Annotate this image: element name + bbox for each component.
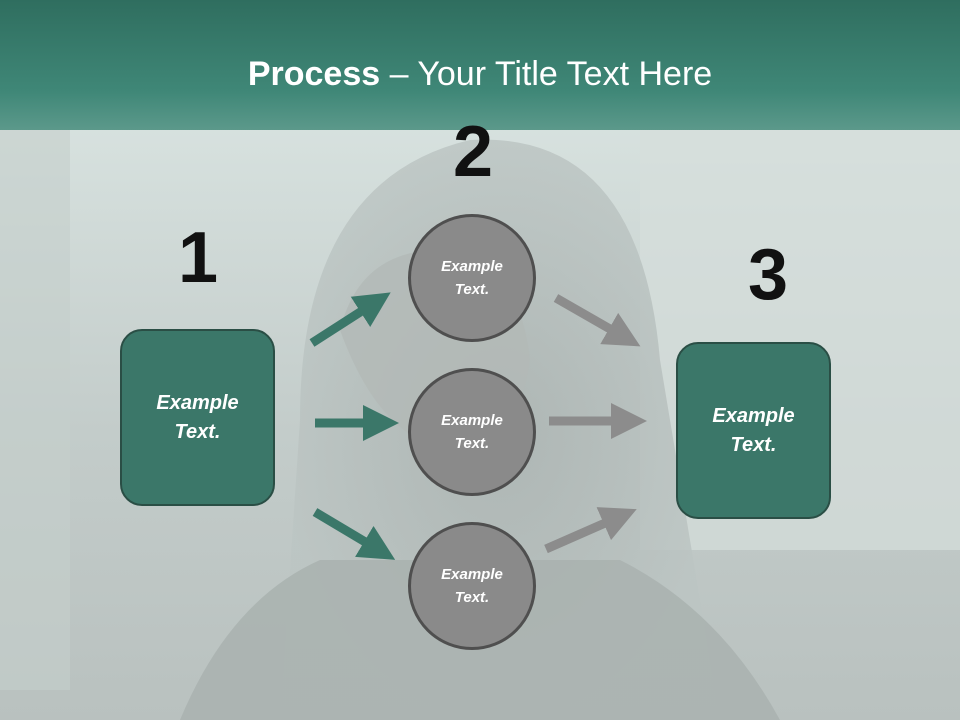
- step-number-1: 1: [177, 218, 219, 298]
- arrow-to-bottom-circle: [312, 508, 396, 560]
- step-number-3: 3: [747, 235, 789, 315]
- right-box: Example Text.: [676, 342, 831, 519]
- circle-middle-text: Example Text.: [441, 412, 503, 452]
- right-box-text: Example Text.: [712, 404, 795, 456]
- left-box-text: Example Text.: [156, 391, 239, 443]
- circle-top-text: Example Text.: [441, 258, 503, 298]
- title-bold: Process: [247, 55, 381, 93]
- circle-bottom: Example Text.: [408, 522, 536, 650]
- slide-title: Process – Your Title Text Here: [0, 52, 960, 96]
- title-bar: [0, 0, 960, 130]
- arrow-from-top-circle: [553, 294, 641, 347]
- title-rest: – Your Title Text Here: [380, 55, 713, 93]
- step-number-2: 2: [452, 112, 494, 192]
- circle-top: Example Text.: [408, 214, 536, 342]
- left-box: Example Text.: [120, 329, 275, 506]
- arrow-to-top-circle: [309, 292, 391, 347]
- circle-middle: Example Text.: [408, 368, 536, 496]
- circle-bottom-text: Example Text.: [441, 566, 503, 606]
- arrow-from-bottom-circle: [544, 507, 637, 554]
